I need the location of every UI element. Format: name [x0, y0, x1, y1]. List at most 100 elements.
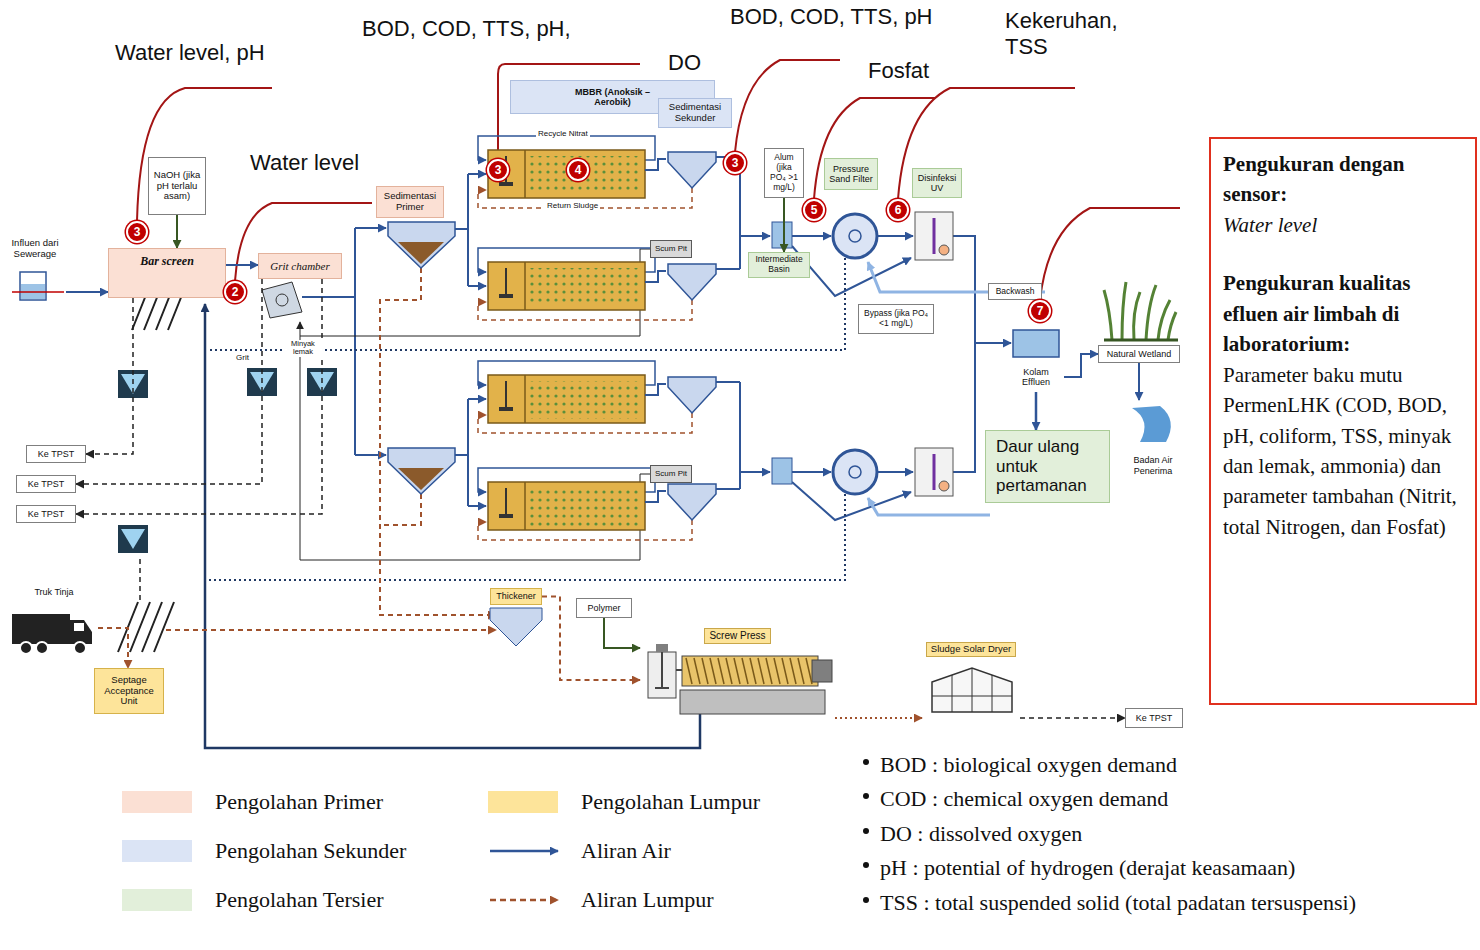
flow-connector: [1035, 392, 1038, 430]
return-line: [205, 258, 845, 748]
destination-box: Ke TPST: [16, 505, 76, 523]
node-text: Thickener: [496, 591, 536, 601]
legend-swatch: [122, 840, 192, 862]
screw-press-machine: [655, 652, 669, 688]
callout-number: 3: [126, 221, 148, 243]
process-box: Kolam Effluen: [1008, 362, 1064, 392]
tank-and-reactor: [488, 375, 645, 423]
node-text: Disinfeksi UV: [916, 173, 958, 194]
screw-press-machine: [750, 658, 756, 684]
tank-and-reactor: [524, 375, 526, 423]
node-text: Daur ulang untuk pertamanan: [996, 437, 1099, 496]
legend-swatch: [488, 791, 558, 813]
legend-text: Pengolahan Lumpur: [581, 789, 760, 815]
sand-filter: [833, 214, 877, 494]
wetland-plant: [1104, 282, 1178, 340]
flow-connector: [66, 291, 108, 293]
node-text: Scum Pit: [655, 244, 687, 253]
screw-press-machine: [676, 669, 682, 671]
tank-and-reactor: [488, 262, 645, 310]
node-text: Bar screen: [140, 255, 194, 269]
scum-line: [300, 336, 650, 560]
screw-press-machine: [758, 658, 764, 684]
process-box: Scum Pit: [650, 465, 692, 483]
water-line: [468, 285, 486, 287]
scum-line: [139, 556, 141, 600]
tank-and-reactor: [645, 491, 666, 502]
callout-text: 3: [495, 164, 502, 176]
screw-press-machine: [782, 658, 788, 684]
effluent-pond: [1013, 330, 1059, 357]
tank-and-reactor: [524, 482, 526, 530]
tank-and-reactor: [716, 488, 740, 490]
tank-and-reactor: [668, 377, 716, 413]
tank-and-reactor: [499, 294, 513, 298]
node-text: Truk Tinja: [34, 587, 73, 597]
node-text: Kolam Effluen: [1011, 367, 1061, 388]
tank-and-reactor: [645, 271, 666, 282]
tank-and-reactor: [499, 182, 513, 186]
destination-box: Ke TPST: [16, 475, 76, 493]
node-text: Sludge Solar Dryer: [926, 642, 1016, 657]
list-bullet: [863, 862, 869, 868]
abbreviation-note: BOD : biological oxygen demand: [880, 748, 1445, 781]
tank-and-reactor: [668, 152, 716, 188]
tank-and-reactor: [505, 381, 507, 409]
screening-bin: [118, 368, 337, 553]
screw-press-machine: [682, 656, 818, 686]
process-box: Grit chamber: [258, 253, 342, 279]
abbreviation-note: DO : dissolved oxygen: [880, 817, 1445, 850]
callout-text: 3: [134, 226, 141, 238]
callout-number: 7: [1029, 300, 1051, 322]
influent-tank: [20, 272, 46, 300]
node-text: Sedimentasi Primer: [380, 191, 440, 213]
flow-connector: [604, 618, 640, 648]
node-text: Bypass (jika PO₄ <1 mg/L): [862, 309, 930, 329]
river-icon: [1132, 406, 1171, 442]
node-text: Backwash: [996, 287, 1035, 297]
process-box: Daur ulang untuk pertamanan: [985, 430, 1110, 503]
wetland-plant: [1104, 282, 1176, 340]
legend-line-sample: [488, 840, 563, 862]
node-text: Sedimentasi Sekunder: [662, 102, 728, 124]
sludge-line: [166, 268, 496, 630]
truck: [70, 620, 92, 644]
node-text: Scum Pit: [655, 469, 687, 478]
screw-press-machine: [726, 658, 732, 684]
legend-item: Aliran Air: [488, 838, 671, 864]
water-line: [740, 471, 770, 473]
line-label: Recycle Nitrat: [536, 130, 590, 139]
tank-and-reactor: [499, 514, 513, 518]
water-line: [455, 174, 468, 506]
screw-press-machine: [680, 690, 825, 714]
tank-and-reactor: [524, 262, 526, 310]
callout-label: BOD, COD, TTS, pH: [730, 4, 933, 30]
legend-text: Pengolahan Sekunder: [215, 838, 406, 864]
list-bullet: [863, 897, 869, 903]
process-box: Scum Pit: [650, 240, 692, 258]
tank-and-reactor: [668, 264, 716, 300]
flow-connector: [226, 264, 258, 266]
node-text: Ke TPST: [28, 479, 64, 489]
influent-tank: [12, 291, 64, 293]
node-text: Badan Air Penerima: [1125, 455, 1181, 476]
return-line: [205, 304, 700, 748]
screw-press-machine: [648, 652, 676, 698]
node-text: Septage Acceptance Unit: [98, 675, 160, 708]
legend-line-sample: [490, 850, 558, 853]
legend-text: Pengolahan Primer: [215, 789, 383, 815]
legend-item: Pengolahan Lumpur: [488, 789, 760, 815]
process-box: Sedimentasi Sekunder: [658, 98, 732, 128]
inlet-label: Influen dari Sewerage: [4, 236, 66, 306]
callout-text: 7: [1037, 305, 1044, 317]
leader-line: [137, 60, 1180, 300]
callout-text: 3: [732, 157, 739, 169]
flow-connector: [783, 198, 785, 252]
truck: [12, 614, 70, 644]
screening-bin: [121, 529, 145, 549]
screw-press-machine: [774, 658, 780, 684]
flow-connector: [76, 279, 322, 514]
grit-unit: [262, 282, 302, 318]
screw-press-machine: [686, 658, 692, 684]
vehicle-label: Truk Tinja: [10, 585, 98, 663]
